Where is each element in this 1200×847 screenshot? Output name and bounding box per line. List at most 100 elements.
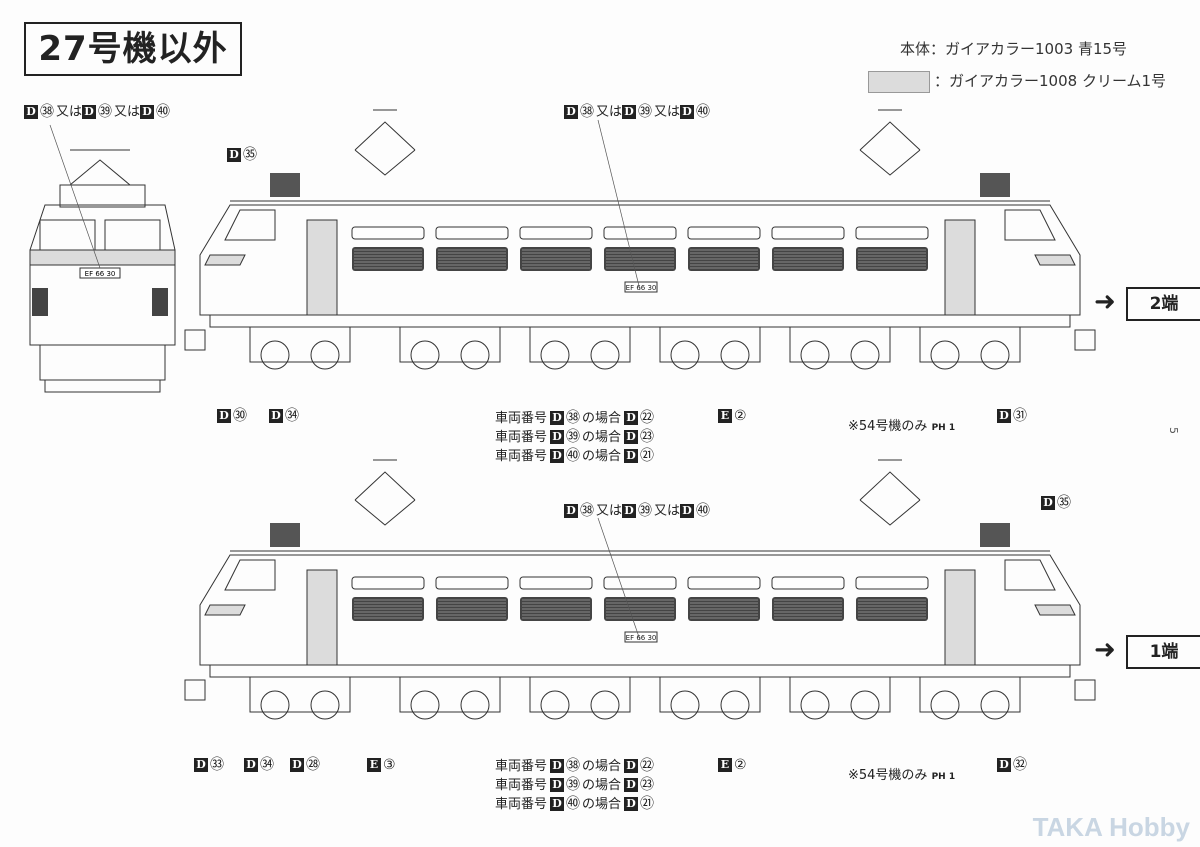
vehicle-number-num: ㊳ — [566, 410, 581, 426]
upper-window — [603, 226, 677, 240]
upper-window — [435, 226, 509, 240]
cab-door — [944, 219, 976, 316]
vehicle-number-num: ㊴ — [566, 777, 581, 793]
part-badge: D — [622, 504, 637, 518]
vehicle-number-num: ㊴ — [566, 429, 581, 445]
cab-window — [1004, 209, 1056, 241]
legend-cream-paint: ：ガイアカラー1008 クリーム1号 — [868, 70, 1166, 93]
front-skirt-lower — [44, 379, 161, 393]
vehicle-number-badge: D — [550, 449, 565, 463]
upper-window — [519, 226, 593, 240]
arrow-right-icon: ➜ — [1094, 635, 1116, 665]
wheel — [260, 340, 290, 370]
upper-window — [435, 576, 509, 590]
bogie — [399, 676, 501, 713]
roof-fan — [980, 173, 1010, 197]
bogie — [919, 676, 1021, 713]
vehicle-number-num2: ㉑ — [640, 796, 655, 812]
upper-window — [603, 576, 677, 590]
legend-body-label: 本体 — [900, 40, 931, 58]
vehicle-number-badge: D — [550, 411, 565, 425]
part-number: ㊳ — [580, 503, 594, 519]
part-number: ㊵ — [156, 104, 171, 120]
locomotive-body — [199, 554, 1081, 666]
roof-fan — [270, 523, 300, 547]
number-plate — [624, 281, 658, 293]
bogie — [529, 326, 631, 363]
vehicle-number-num2: ㉓ — [640, 429, 655, 445]
bogie — [789, 326, 891, 363]
vehicle-number-prefix: 車両番号 — [495, 448, 548, 464]
locomotive-body — [199, 204, 1081, 316]
part-number: ㊳ — [40, 104, 54, 120]
cab-door — [306, 569, 338, 666]
leader-line — [597, 517, 641, 641]
part-badge: D — [564, 504, 578, 518]
part-number: ㉝ — [210, 757, 224, 773]
upper-window — [771, 226, 845, 240]
part-number: ③ — [383, 757, 396, 773]
vehicle-number-num: ㊵ — [566, 796, 581, 812]
headlight — [152, 288, 168, 316]
cab-window — [224, 209, 276, 241]
part-badge: D — [997, 758, 1011, 772]
upper-window — [855, 576, 929, 590]
vehicle-number-mid: の場合 — [582, 448, 622, 464]
part-badge: D — [680, 504, 695, 518]
upper-window — [687, 576, 761, 590]
bogie — [919, 326, 1021, 363]
vehicle-number-mid: の場合 — [582, 796, 622, 812]
wheel — [930, 690, 960, 720]
bogie — [249, 676, 351, 713]
end-label-2: 2端 — [1126, 287, 1200, 321]
part-badge: D — [290, 758, 304, 772]
part-number: ㉚ — [233, 408, 247, 424]
page-title: 27号機以外 — [24, 22, 242, 76]
pantograph — [354, 459, 416, 526]
wheel — [720, 340, 750, 370]
coupler — [1074, 679, 1096, 701]
vehicle-number-prefix: 車両番号 — [495, 777, 548, 793]
part-number: ㉞ — [260, 757, 274, 773]
vehicle-number-mid: の場合 — [582, 758, 622, 774]
part-badge: D — [622, 105, 637, 119]
vehicle-number-badge2: D — [624, 759, 639, 773]
wheel — [800, 690, 830, 720]
wheel — [670, 690, 700, 720]
wheel — [720, 690, 750, 720]
number-plate-text: EF 66 30 — [626, 284, 657, 292]
part-badge: D — [244, 758, 258, 772]
bogie — [529, 676, 631, 713]
upper-window — [519, 576, 593, 590]
part-badge: D — [24, 105, 38, 119]
part-number: ㊵ — [696, 503, 711, 519]
note-ref: PH 1 — [931, 772, 956, 782]
bogie — [789, 676, 891, 713]
wheel — [410, 340, 440, 370]
part-badge: D — [217, 409, 231, 423]
part-number: ㉟ — [1057, 495, 1071, 511]
vehicle-number-badge: D — [550, 759, 565, 773]
wheel — [850, 340, 880, 370]
end-label-1: 1端 — [1126, 635, 1200, 669]
front-number-plate-text: EF 66 30 — [85, 270, 116, 278]
part-badge: D — [997, 409, 1011, 423]
vehicle-number-badge2: D — [624, 778, 639, 792]
cab-window — [224, 559, 276, 591]
number-plate-text: EF 66 30 — [626, 634, 657, 642]
wheel — [540, 340, 570, 370]
callout-text: 又は — [114, 104, 141, 120]
upper-window — [855, 226, 929, 240]
leader-line — [597, 119, 641, 291]
wheel — [930, 340, 960, 370]
part-badge: D — [227, 148, 241, 162]
cream-stripe — [204, 254, 246, 266]
